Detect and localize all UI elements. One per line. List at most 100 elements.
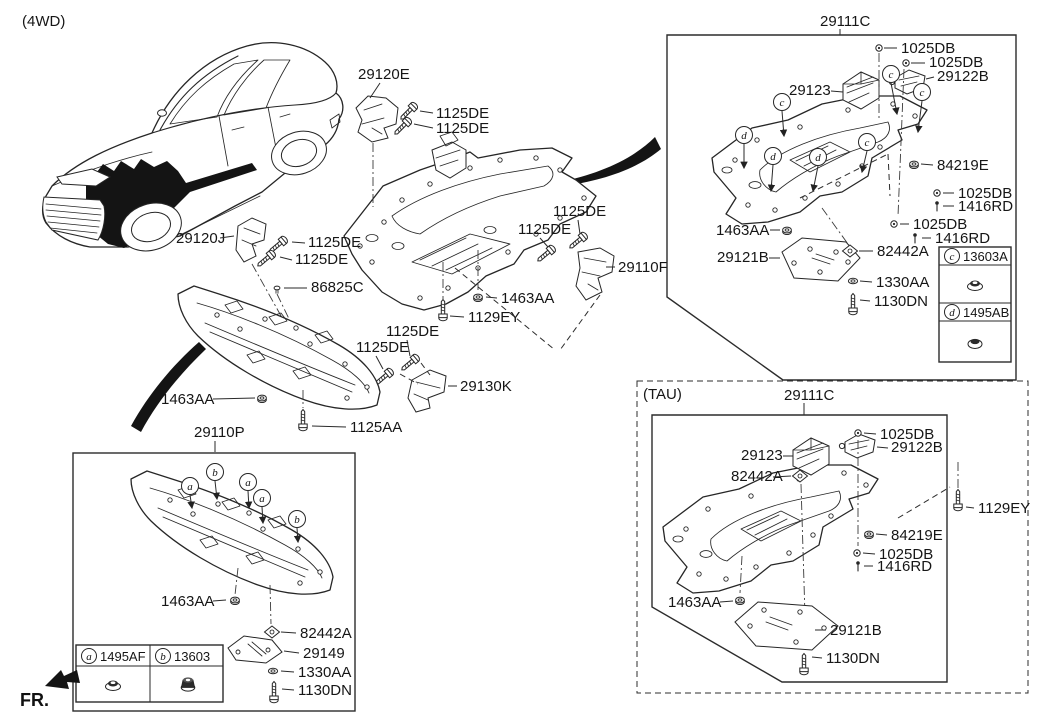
pin-icon <box>912 232 918 244</box>
nut-icon <box>257 394 267 403</box>
marker-a: a <box>181 477 199 510</box>
tau-cover-detail-box <box>651 414 948 683</box>
plate-29121b <box>781 237 861 282</box>
rear-wheel <box>271 130 327 176</box>
callout-1463aa: 1463AA <box>501 290 554 307</box>
callout-1463aa: 1463AA <box>668 594 721 611</box>
flange-nut-icon <box>105 680 121 691</box>
callout-1025db: 1025DB <box>880 426 934 443</box>
callout-1463aa: 1463AA <box>716 222 769 239</box>
callout-82442a: 82442A <box>300 625 352 642</box>
callout-1025db: 1025DB <box>929 54 983 71</box>
callout-1416rd: 1416RD <box>958 198 1013 215</box>
center-under-cover-panel <box>343 131 597 311</box>
callout-84219e: 84219E <box>937 157 989 174</box>
callout-1125de: 1125DE <box>295 251 348 268</box>
callout-29110f: 29110F <box>618 259 668 276</box>
ring-icon <box>875 44 883 52</box>
tau-cover-box-title: 29111C <box>784 387 834 404</box>
bolt-icon <box>799 653 809 676</box>
ring-icon <box>890 220 898 228</box>
front-wheel <box>120 202 182 252</box>
pin-icon <box>934 200 940 212</box>
bracket-29122b <box>838 433 876 459</box>
svg-text:d: d <box>815 152 821 164</box>
bolt-icon <box>953 489 963 512</box>
legend-part-1495af: 1495AF <box>100 649 146 664</box>
marker-a: a <box>239 473 257 510</box>
bracket-29120e <box>355 95 399 143</box>
fr-label: FR. <box>20 690 49 710</box>
legend-part-13603: 13603 <box>174 649 210 664</box>
callout-82442a: 82442A <box>877 243 929 260</box>
nut-icon <box>473 293 483 302</box>
callout-1129ey: 1129EY <box>978 500 1030 517</box>
flange-nut-icon <box>967 280 983 291</box>
callout-1125de: 1125DE <box>308 234 361 251</box>
svg-text:a: a <box>245 477 251 489</box>
plate-29121b <box>734 601 839 651</box>
tau-section-box <box>636 380 1029 694</box>
hex-nut-icon <box>180 676 196 692</box>
callout-1130dn: 1130DN <box>298 682 352 699</box>
bolt-icon <box>848 293 858 316</box>
callout-1125de: 1125DE <box>386 323 439 340</box>
fr-indicator: FR. <box>20 670 80 710</box>
svg-text:c: c <box>950 251 955 263</box>
nut-icon <box>230 596 240 605</box>
callout-1125aa: 1125AA <box>350 419 402 436</box>
svg-text:c: c <box>780 97 785 109</box>
callout-29122b: 29122B <box>891 439 943 456</box>
callout-1330aa: 1330AA <box>876 274 929 291</box>
marker-b: b <box>206 463 224 501</box>
washer-nut-icon <box>847 277 859 285</box>
marker-c: c <box>913 83 931 134</box>
marker-d: d <box>809 148 827 193</box>
nut-icon <box>782 226 792 235</box>
callout-29120e: 29120E <box>358 66 410 83</box>
front-under-cover-panel-detail <box>130 470 334 595</box>
callout-82442a: 82442A <box>731 468 783 485</box>
callout-1125de: 1125DE <box>518 221 571 238</box>
nut-icon <box>735 596 745 605</box>
callout-1129ey: 1129EY <box>468 309 520 326</box>
plate-29149 <box>227 635 283 664</box>
clip-icon <box>273 285 281 294</box>
svg-text:b: b <box>294 514 300 526</box>
marker-c: c <box>858 133 876 174</box>
marker-d: d <box>764 147 782 193</box>
callout-1025db: 1025DB <box>901 40 955 57</box>
callout-1125de: 1125DE <box>436 120 489 137</box>
legend-part-1495ab: 1495AB <box>963 305 1009 320</box>
svg-text:a: a <box>86 651 92 663</box>
svg-text:b: b <box>212 467 218 479</box>
callout-29121b: 29121B <box>717 249 769 266</box>
rear-cover-detail-box <box>666 34 1017 381</box>
headlamp <box>56 168 112 187</box>
callout-1125de: 1125DE <box>436 105 489 122</box>
svg-text:d: d <box>949 307 955 319</box>
cap-nut-icon <box>967 338 983 349</box>
callout-86825c: 86825C <box>311 279 364 296</box>
callout-29149: 29149 <box>303 645 345 662</box>
svg-text:b: b <box>160 651 166 663</box>
callout-1125de: 1125DE <box>356 339 409 356</box>
diamond-nut-icon <box>264 625 280 639</box>
svg-text:d: d <box>770 151 776 163</box>
tau-label: (TAU) <box>643 386 682 403</box>
marker-c: c <box>773 93 791 138</box>
legend-table-front: a 1495AF b 13603 <box>75 644 224 703</box>
callout-29120j: 29120J <box>176 230 225 247</box>
fr-arrow-icon <box>45 670 80 689</box>
callout-1463aa: 1463AA <box>161 391 214 408</box>
legend-part-13603a: 13603A <box>963 249 1008 264</box>
callout-1463aa: 1463AA <box>161 593 214 610</box>
bracket-29120j <box>235 217 267 263</box>
callout-29121b: 29121B <box>830 622 882 639</box>
marker-d: d <box>735 126 753 170</box>
callout-1025db: 1025DB <box>879 546 933 563</box>
callout-29122b: 29122B <box>937 68 989 85</box>
callout-1025db: 1025DB <box>913 216 967 233</box>
callout-84219e: 84219E <box>891 527 943 544</box>
